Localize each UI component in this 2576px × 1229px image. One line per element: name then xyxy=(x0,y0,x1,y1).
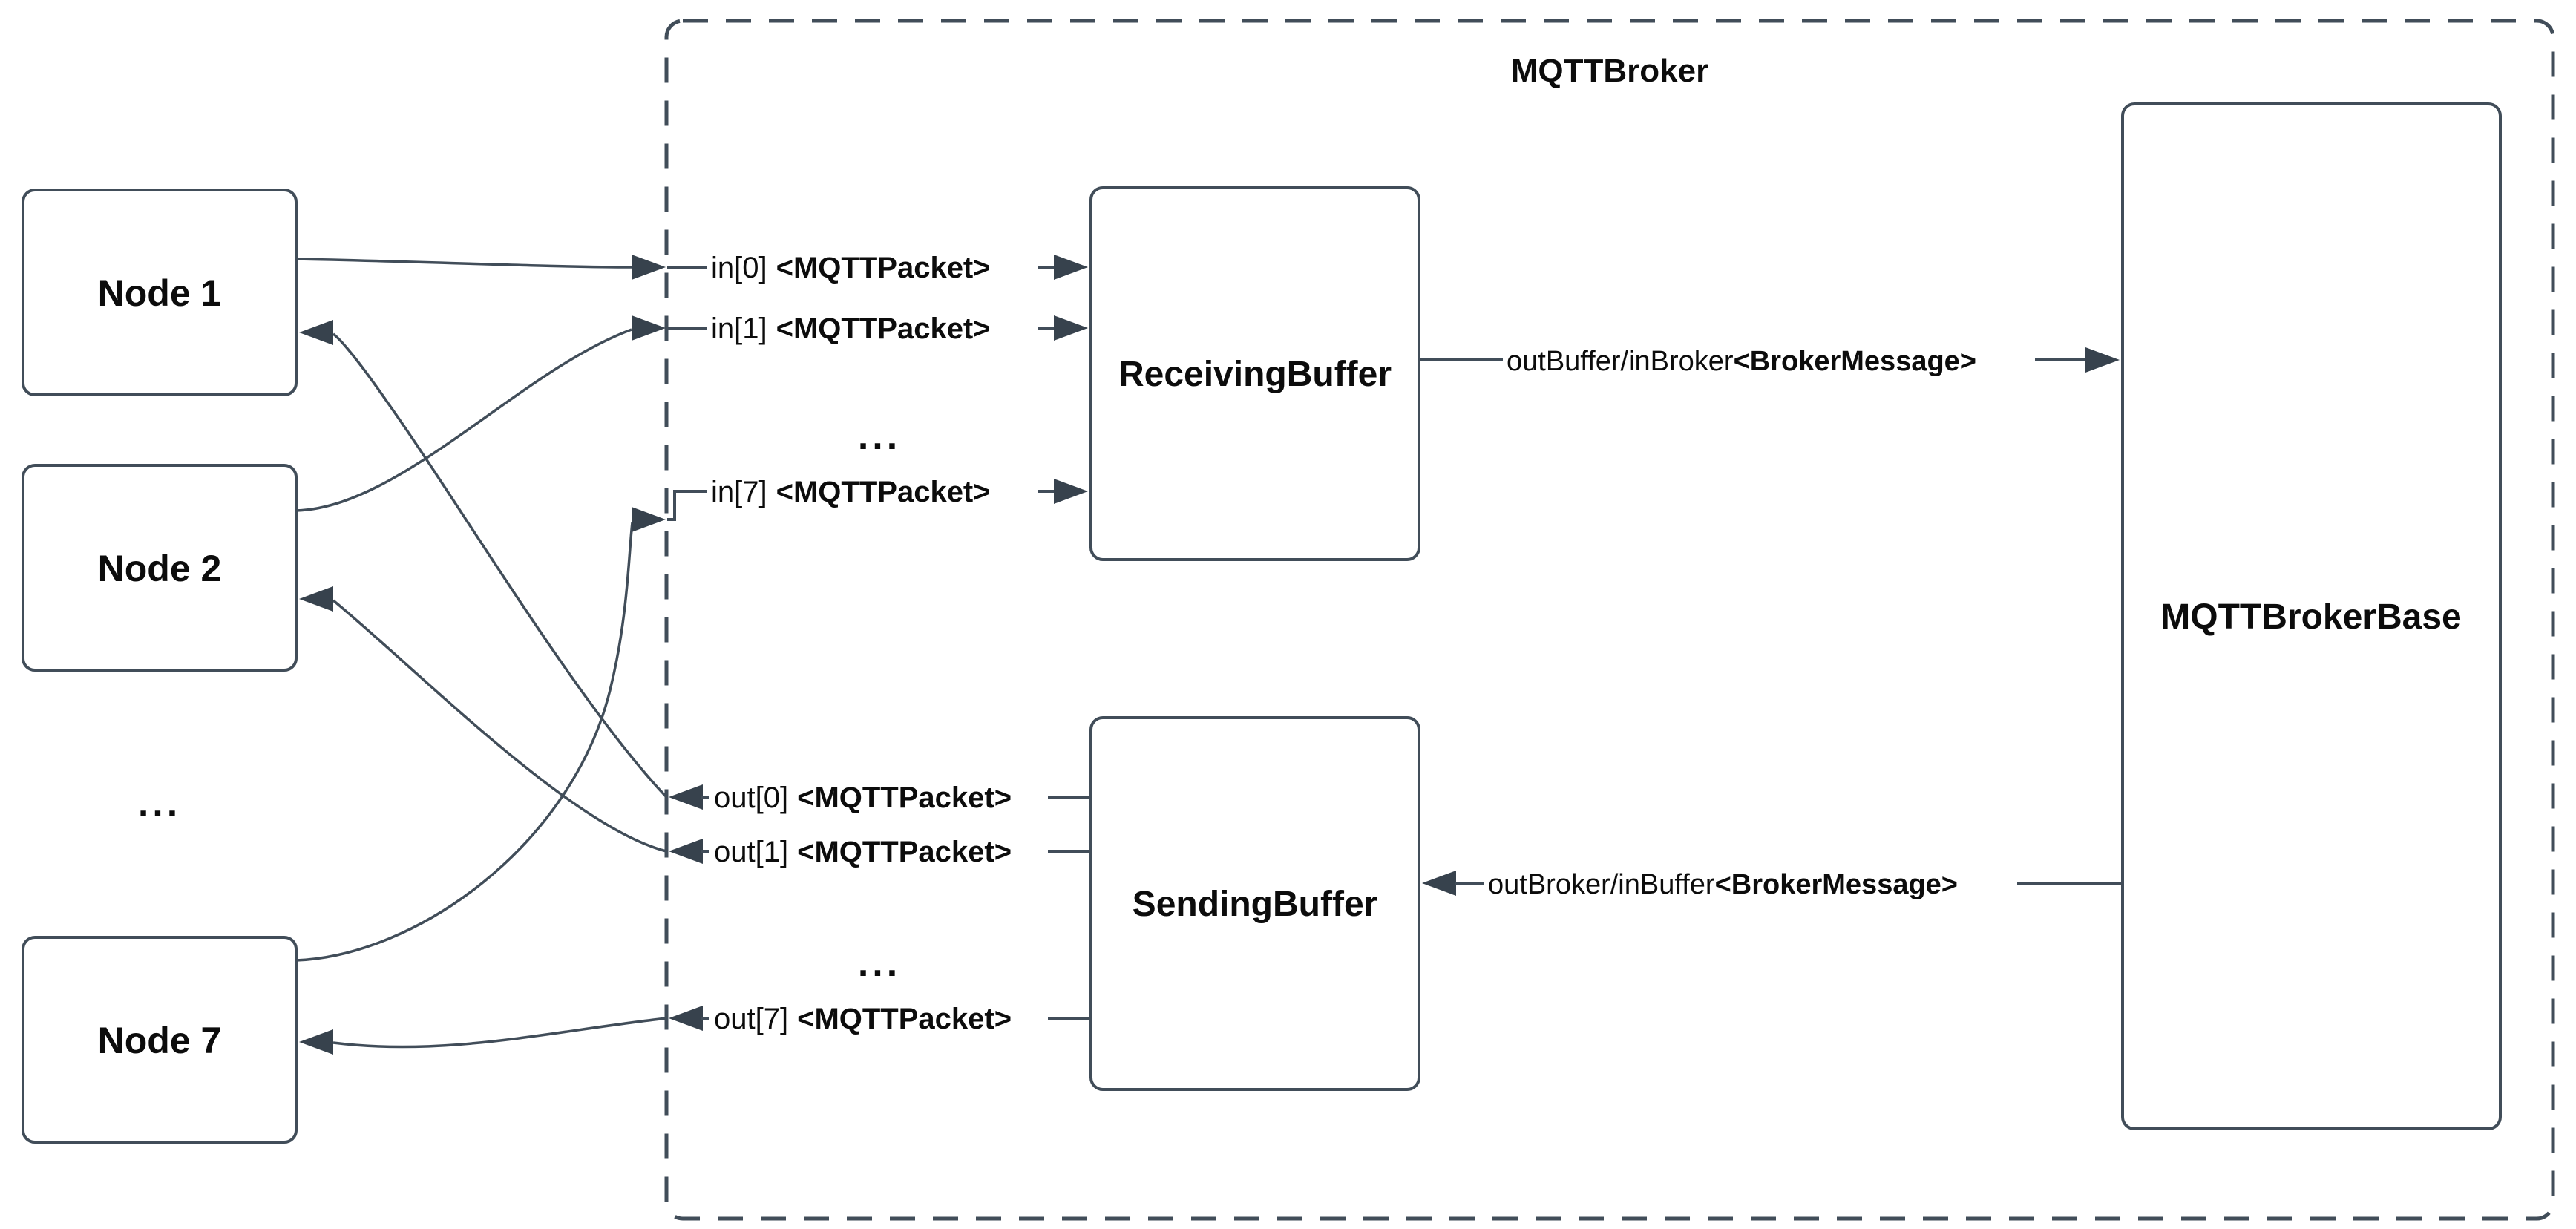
port-row-in0: in[0]<MQTTPacket> xyxy=(667,252,1088,284)
node-1-label: Node 1 xyxy=(98,272,222,314)
node-7-box xyxy=(22,936,298,1144)
ellipsis-nodes: ... xyxy=(138,782,181,825)
port-in1-label: in[1]<MQTTPacket> xyxy=(711,312,991,345)
sending-buffer-box xyxy=(1089,716,1420,1091)
mqtt-broker-title: MQTTBroker xyxy=(1511,53,1708,89)
arrowhead-into-sending-buffer xyxy=(1422,871,1456,896)
port-out0-label: out[0]<MQTTPacket> xyxy=(714,781,1012,814)
connector-node1-to-in0 xyxy=(295,258,632,269)
arrowhead-in7-border xyxy=(632,507,666,532)
sending-buffer: SendingBuffer xyxy=(1089,716,1420,1091)
port-out7-label: out[7]<MQTTPacket> xyxy=(714,1003,1012,1035)
mqtt-broker-base-label: MQTTBrokerBase xyxy=(2160,597,2461,637)
node-1: Node 1 xyxy=(22,189,298,396)
port-out1-label: out[1]<MQTTPacket> xyxy=(714,836,1012,868)
arrowhead-out0-border xyxy=(669,784,703,810)
port-in0-label: in[0]<MQTTPacket> xyxy=(711,252,991,284)
arrowhead-out1-border xyxy=(669,839,703,864)
port-row-out0: out[0]<MQTTPacket> xyxy=(669,781,1091,814)
arrowhead-in7-buffer xyxy=(1054,479,1088,504)
channel-buffer-to-broker: outBuffer/inBroker<BrokerMessage> xyxy=(1419,346,2120,377)
arrowhead-into-broker-base xyxy=(2085,347,2120,373)
channel-broker-to-buffer: outBroker/inBuffer<BrokerMessage> xyxy=(1422,869,2123,900)
port-row-out1: out[1]<MQTTPacket> xyxy=(669,836,1091,868)
port-row-out7: out[7]<MQTTPacket> xyxy=(669,1003,1091,1035)
connector-out7-to-node7 xyxy=(332,1017,667,1049)
connector-out0-to-node1 xyxy=(332,332,668,799)
mqtt-broker-base: MQTTBrokerBase xyxy=(2121,102,2502,1130)
receiving-buffer-label: ReceivingBuffer xyxy=(1118,355,1392,394)
channel-buffer-to-broker-label: outBuffer/inBroker<BrokerMessage> xyxy=(1507,346,1976,377)
port-row-in7: in[7]<MQTTPacket> xyxy=(667,476,1088,521)
node-7: Node 7 xyxy=(22,936,298,1144)
ellipsis-output-ports: ... xyxy=(858,942,901,985)
connector-node7-to-in7 xyxy=(295,522,634,962)
node-1-box xyxy=(22,189,298,396)
mqtt-broker-base-box xyxy=(2121,102,2502,1130)
receiving-buffer-box xyxy=(1089,186,1420,561)
arrowhead-in0-border xyxy=(632,255,666,280)
arrowhead-out7-border xyxy=(669,1006,703,1031)
port-row-in1: in[1]<MQTTPacket> xyxy=(667,312,1088,345)
node-7-label: Node 7 xyxy=(98,1020,222,1061)
arrowhead-into-node7 xyxy=(299,1029,333,1055)
sending-buffer-label: SendingBuffer xyxy=(1133,885,1378,924)
connector-out1-to-node2 xyxy=(332,599,667,853)
node-2: Node 2 xyxy=(22,464,298,672)
channel-broker-to-buffer-label: outBroker/inBuffer<BrokerMessage> xyxy=(1488,869,1958,900)
arrowhead-in0-buffer xyxy=(1054,255,1088,280)
ellipsis-input-ports: ... xyxy=(858,415,901,458)
port-in7-elbow-line xyxy=(667,490,707,521)
node-2-box xyxy=(22,464,298,672)
arrowhead-in1-buffer xyxy=(1054,315,1088,341)
receiving-buffer: ReceivingBuffer xyxy=(1089,186,1420,561)
port-in7-label: in[7]<MQTTPacket> xyxy=(711,476,991,508)
arrowhead-into-node1 xyxy=(299,320,333,345)
connector-node2-to-in1 xyxy=(295,328,632,512)
mqtt-broker-container xyxy=(664,19,2555,1221)
arrowhead-into-node2 xyxy=(299,586,333,612)
arrowhead-in1-border xyxy=(632,315,666,341)
node-2-label: Node 2 xyxy=(98,548,222,589)
